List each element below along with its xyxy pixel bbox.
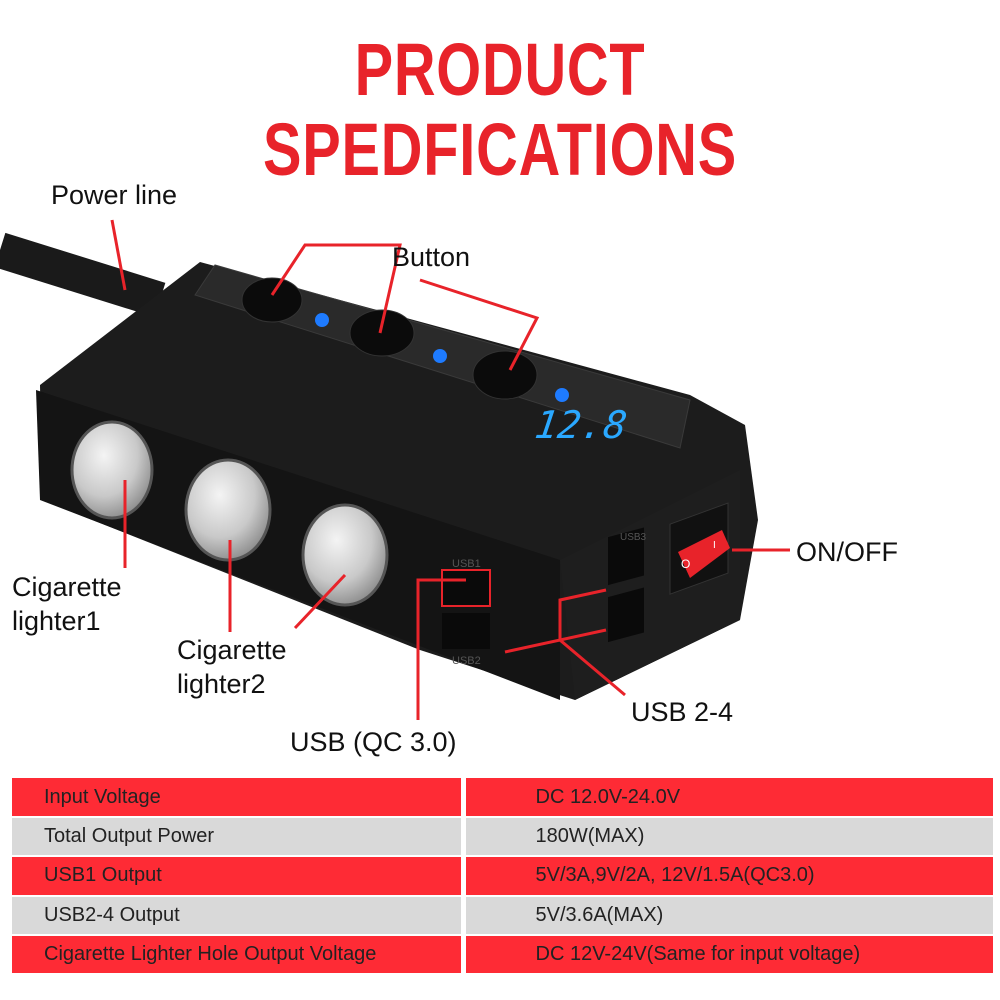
switch-off-mark: I [713, 540, 716, 551]
cigarette-socket-3 [301, 503, 389, 607]
cigarette-socket-1 [70, 420, 154, 520]
spec-name: USB2-4 Output [12, 895, 466, 936]
usb-qc-port [441, 569, 491, 607]
label-usb-2-4: USB 2-4 [631, 697, 734, 727]
label-button: Button [392, 242, 471, 272]
spec-value: 5V/3A,9V/2A, 12V/1.5A(QC3.0) [463, 856, 993, 897]
page-title: PRODUCT SPEDFICATIONS [262, 28, 738, 191]
label-cigarette-lighter-1: Cigarette lighter1 [12, 572, 122, 636]
led-icon [555, 388, 569, 402]
spec-name: Input Voltage [12, 778, 466, 819]
usb2-port-label: USB2 [452, 655, 481, 667]
label-cigarette-lighter-2: Cigarette lighter2 [177, 635, 287, 699]
switch-on-mark: O [681, 557, 690, 571]
label-usb-qc: USB (QC 3.0) [290, 727, 457, 757]
usb-4-port [608, 587, 644, 643]
leader-lines [110, 219, 790, 720]
spec-value: 180W(MAX) [463, 817, 993, 858]
spec-value: 5V/3.6A(MAX) [463, 895, 993, 936]
cigarette-socket-2 [184, 458, 272, 562]
led-icon [433, 349, 447, 363]
label-on-off: ON/OFF [796, 537, 898, 567]
usb-2-port [442, 613, 490, 649]
usb-3-port [608, 527, 644, 586]
power-switch [678, 530, 730, 578]
spec-name: Total Output Power [12, 817, 466, 858]
button-1 [241, 277, 303, 323]
spec-name: Cigarette Lighter Hole Output Voltage [12, 934, 466, 975]
product-illustration: 12.8 USB1 USB2 USB3 O I [0, 219, 790, 720]
led-icon [315, 313, 329, 327]
button-2 [349, 309, 415, 357]
spec-name: USB1 Output [12, 856, 466, 897]
voltage-display: 12.8 [532, 404, 630, 448]
spec-value: DC 12V-24V(Same for input voltage) [463, 934, 993, 975]
usb1-port-label: USB1 [452, 558, 481, 570]
spec-value: DC 12.0V-24.0V [463, 778, 993, 819]
button-3 [472, 350, 538, 400]
label-power-line: Power line [51, 180, 178, 210]
power-cable [0, 232, 166, 318]
usb3-port-label: USB3 [620, 532, 647, 543]
